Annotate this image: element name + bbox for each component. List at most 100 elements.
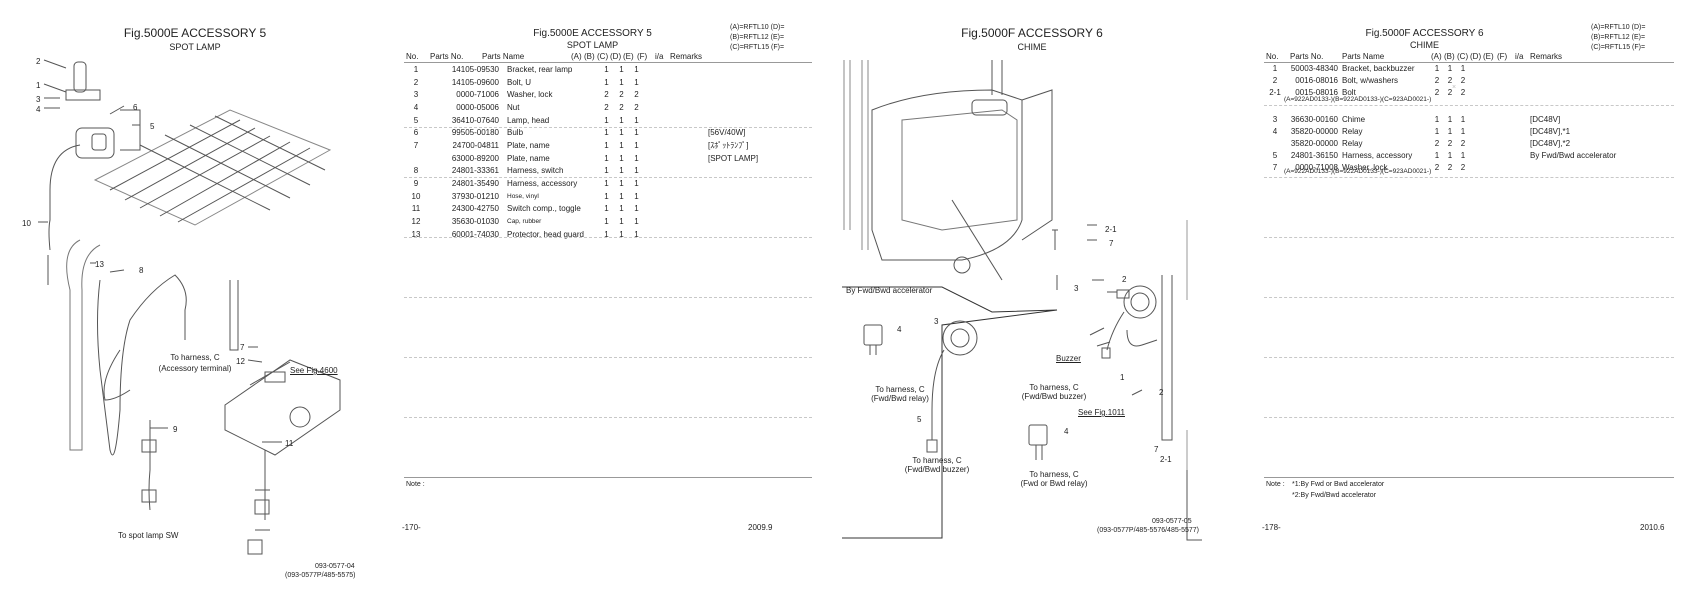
- callout-label: 13: [95, 260, 104, 269]
- page-1-drawing: Fig.5000E ACCESSORY 5 SPOT LAMP: [0, 0, 400, 595]
- cell-no: 5: [413, 115, 419, 125]
- cell-rm: [704, 114, 760, 127]
- figure-title: Fig.5000F ACCESSORY 6: [961, 26, 1103, 40]
- cell-pn: 60001-74030: [451, 229, 499, 239]
- cell-pn: 0000-05006: [456, 102, 499, 112]
- cell-no: 3: [1272, 115, 1278, 124]
- callout-label: 3: [1074, 284, 1079, 293]
- cell-a: 1: [604, 140, 609, 150]
- callout-label: 11: [285, 439, 294, 448]
- cell-no: 7: [1272, 163, 1278, 172]
- cell-name: Bolt, w/washers: [1342, 76, 1399, 85]
- cell-a: 1: [604, 153, 609, 163]
- cell-pn: 14105-09600: [451, 77, 499, 87]
- serial-note: (A=922AD0133-)(B=922AD0133-)(C=923AD0021…: [1284, 96, 1432, 103]
- cell-c: 1: [634, 77, 639, 87]
- cell-pn: 37930-01210: [451, 191, 499, 201]
- list-title: Fig.5000F ACCESSORY 6: [1365, 28, 1484, 39]
- cell-rm: [704, 203, 760, 216]
- cell-pn: 35820-00000: [1290, 139, 1338, 148]
- cell-b: 1: [619, 217, 624, 227]
- cell-c: 1: [1460, 151, 1466, 160]
- cell-rm: [DC48V],*2: [1530, 139, 1571, 148]
- cell-name: Cap, rubber: [507, 218, 542, 226]
- cell-b: 2: [619, 90, 624, 100]
- cell-b: 1: [619, 166, 624, 176]
- cell-name: Harness, switch: [507, 166, 564, 176]
- cell-b: 1: [619, 153, 624, 163]
- cell-rm: [56V/40W]: [708, 128, 746, 138]
- cell-a: 1: [604, 179, 609, 189]
- callout-label: 8: [139, 266, 144, 275]
- cell-name: Plate, name: [507, 140, 550, 150]
- col-header-parts-name: Parts Name: [1342, 52, 1385, 61]
- list-subtitle: CHIME: [1410, 40, 1439, 50]
- col-header-e: (E): [623, 52, 634, 61]
- cell-name: Bracket, backbuzzer: [1342, 64, 1415, 73]
- cell-name: Bolt, U: [507, 77, 532, 87]
- cell-c: 1: [634, 179, 639, 189]
- cell-b: 1: [619, 128, 624, 138]
- list-title: Fig.5000E ACCESSORY 5: [533, 28, 652, 39]
- cell-no: 2: [1272, 76, 1278, 85]
- col-header-f: (F): [637, 52, 648, 61]
- callout-label: 5: [150, 122, 155, 131]
- cell-b: 2: [1447, 76, 1453, 85]
- cell-c: 1: [634, 128, 639, 138]
- cell-no: 4: [1272, 127, 1278, 136]
- see-fig-link[interactable]: See Fig.1011: [1078, 408, 1125, 417]
- cell-c: 2: [634, 90, 639, 100]
- cell-a: 1: [604, 191, 609, 201]
- cell-no: [403, 152, 429, 165]
- cell-rm: [704, 76, 760, 89]
- page-date: 2009.9: [748, 523, 773, 532]
- model-legend: (A)=RFTL10 (D)= (B)=RFTL12 (E)= (C)=RFTL…: [1591, 24, 1646, 51]
- cell-b: 2: [1447, 163, 1453, 172]
- page-number: -178-: [1262, 523, 1281, 532]
- cell-no: 1: [1272, 64, 1278, 73]
- accessory-terminal-label: (Accessory terminal): [158, 364, 232, 373]
- cell-rm: [704, 228, 760, 241]
- cell-b: 1: [1447, 127, 1453, 136]
- cell-b: 1: [619, 229, 624, 239]
- callout-label: 7: [1109, 239, 1114, 248]
- callout-label: 2-1: [1105, 225, 1117, 234]
- cell-name: Bulb: [507, 128, 524, 138]
- to-harness-label: To harness, C: [875, 385, 925, 394]
- cell-pn: 0000-71008: [1295, 163, 1338, 172]
- cell-name: Relay: [1342, 139, 1363, 148]
- cell-pn: 24300-42750: [451, 204, 499, 214]
- cell-name: Harness, accessory: [1342, 151, 1413, 160]
- cell-c: 2: [1460, 76, 1466, 85]
- cell-no: 10: [411, 191, 421, 201]
- cell-pn: 35820-00000: [1290, 127, 1338, 136]
- list-subtitle: SPOT LAMP: [566, 40, 619, 50]
- fwd-or-bwd-relay-label: (Fwd or Bwd relay): [1020, 479, 1088, 488]
- callout-label: 4: [897, 325, 902, 334]
- cell-a: 2: [604, 102, 609, 112]
- callout-label: 6: [133, 103, 138, 112]
- cell-rm: [704, 177, 760, 190]
- cell-c: 1: [634, 140, 639, 150]
- figure-title: Fig.5000E ACCESSORY 5: [123, 26, 267, 40]
- page-date: 2010.6: [1640, 523, 1665, 532]
- cell-a: 1: [604, 64, 609, 74]
- callout-label: 5: [917, 415, 922, 424]
- see-fig-link[interactable]: See Fig.4600: [290, 366, 338, 375]
- callout-label: 2: [1159, 388, 1164, 397]
- page-number: -170-: [402, 523, 421, 532]
- cell-a: 1: [604, 166, 609, 176]
- note-2: *2:By Fwd/Bwd accelerator: [1292, 492, 1377, 499]
- col-header-no: No.: [406, 52, 419, 61]
- cell-pn: 99505-00180: [451, 128, 499, 138]
- fwd-bwd-relay-label: (Fwd/Bwd relay): [871, 394, 929, 403]
- cell-b: 2: [1447, 139, 1453, 148]
- cell-c: 1: [634, 204, 639, 214]
- col-header-c: (C): [1457, 52, 1469, 61]
